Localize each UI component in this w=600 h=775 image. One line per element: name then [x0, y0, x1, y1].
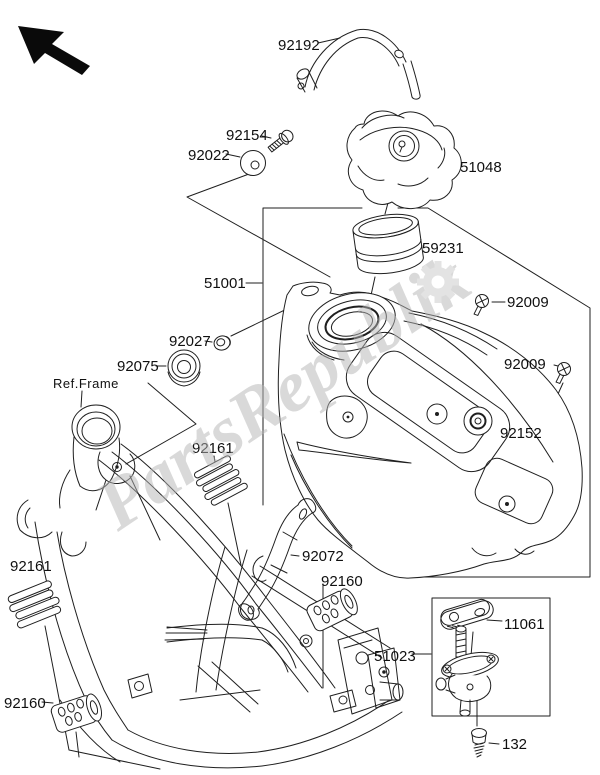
tank-cap-drawing: [346, 110, 462, 209]
tank-band-drawing: [240, 498, 317, 620]
damper-ribbed-lower-drawing: [7, 580, 62, 629]
cap-bolt-drawing: [267, 129, 294, 153]
collar-drawing: [213, 335, 231, 351]
screw-rear-drawing: [555, 362, 571, 384]
fuel-tap-box: [431, 597, 551, 717]
part-label-damper-ribbed-lower: 92161: [10, 558, 52, 575]
damper-cyl-lower-drawing: [50, 693, 103, 733]
damper-ribbed-upper-drawing: [193, 455, 248, 506]
part-label-collar: 92027: [169, 333, 211, 350]
fuel-tank-drawing: [277, 281, 583, 579]
part-label-screw-rear: 92009: [504, 356, 546, 373]
gear-icon: [417, 261, 459, 303]
part-label-screw-upper: 92009: [507, 294, 549, 311]
damper-front-drawing: [167, 349, 201, 387]
part-label-washer: 92022: [188, 147, 230, 164]
screw-upper-drawing: [473, 294, 489, 316]
damper-round-drawing: [463, 406, 493, 436]
part-label-damper-cyl-lower: 92160: [4, 695, 46, 712]
part-label-fuel-tap: 51023: [374, 648, 416, 665]
fuel-tap-drawing: [435, 625, 499, 717]
part-label-holder-ring: 59231: [422, 240, 464, 257]
part-label-cap-bolt: 92154: [226, 127, 268, 144]
ref-frame-label: Ref.Frame: [53, 376, 119, 391]
tap-gasket-drawing: [440, 598, 494, 630]
damper-cyl-mid-drawing: [306, 588, 358, 632]
part-label-damper-round: 92152: [500, 425, 542, 442]
part-label-fuel-tank: 51001: [204, 275, 246, 292]
breather-hose-drawing: [296, 28, 421, 100]
direction-arrow-icon: [18, 26, 90, 75]
part-label-breather-hose: 92192: [278, 37, 320, 54]
part-label-tank-band: 92072: [302, 548, 344, 565]
part-label-tank-cap: 51048: [460, 159, 502, 176]
washer-drawing: [240, 150, 266, 176]
part-label-damper-cyl-mid: 92160: [321, 573, 363, 590]
part-label-tap-bolt: 132: [502, 736, 527, 753]
tap-bolt-drawing: [471, 728, 487, 758]
part-label-damper-ribbed-upper: 92161: [192, 440, 234, 457]
frame-drawing: [16, 404, 404, 769]
part-label-tap-gasket: 11061: [504, 616, 545, 633]
holder-ring-drawing: [352, 213, 424, 275]
part-label-damper-front: 92075: [117, 358, 159, 375]
